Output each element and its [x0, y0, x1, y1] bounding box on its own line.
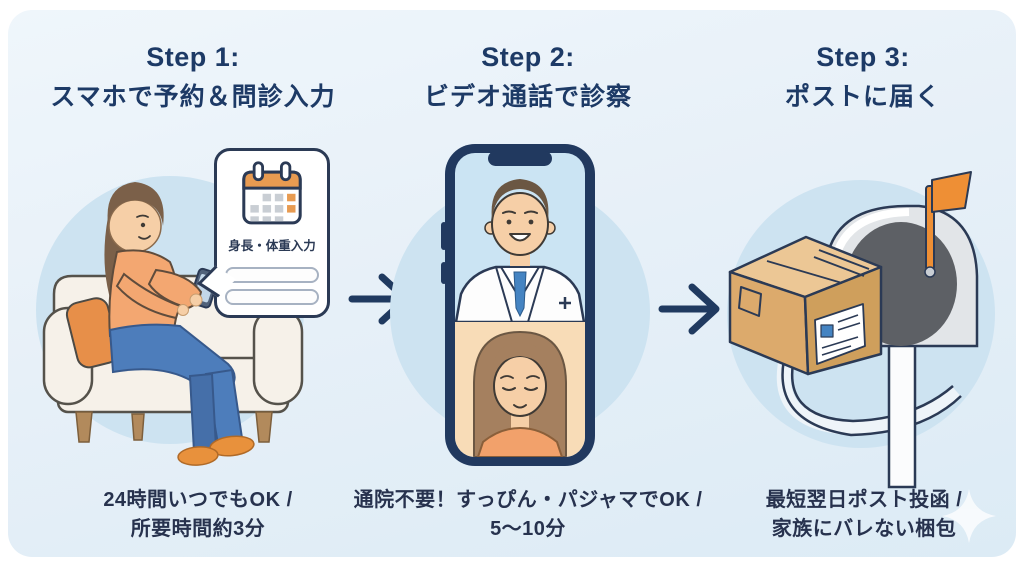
step1-caption: 24時間いつでもOK / 所要時間約3分	[103, 489, 293, 540]
calendar-icon	[242, 161, 302, 225]
weight-input-field-graphic	[225, 288, 319, 305]
step3-caption: 最短翌日ポスト投函 / 家族にバレない梱包	[765, 489, 963, 540]
shipping-label	[814, 303, 866, 365]
infographic-panel: Step 1: スマホで予約＆問診入力	[8, 10, 1016, 557]
mailbox-flag	[924, 171, 972, 278]
sparkle-icon	[942, 489, 996, 543]
step2-heading: Step 2: ビデオ通話で診察	[368, 42, 688, 113]
video-call-phone-illustration	[390, 144, 650, 466]
step3-heading: Step 3: ポストに届く	[708, 42, 1016, 113]
cardboard-package	[728, 235, 883, 376]
height-input-field-graphic	[225, 266, 319, 283]
step2-title: Step 2:	[481, 42, 575, 72]
bubble-label: 身長・体重入力	[228, 238, 316, 253]
mailbox-post	[887, 335, 917, 489]
step1-subtitle: スマホで予約＆問診入力	[50, 83, 336, 111]
step3-subtitle: ポストに届く	[784, 83, 941, 111]
step2-caption: 通院不要！すっぴん・パジャマでOK / 5〜10分	[353, 489, 703, 540]
phone-notch	[488, 151, 552, 166]
woman-figure	[104, 182, 255, 466]
mailbox-open-door	[776, 346, 962, 437]
step2-subtitle: ビデオ通話で診察	[423, 83, 632, 111]
step1-title: Step 1:	[146, 42, 240, 72]
slipper	[177, 446, 219, 466]
step1-heading: Step 1: スマホで予約＆問診入力	[28, 42, 358, 113]
mailbox-illustration	[727, 171, 995, 489]
calendar-grid	[250, 193, 296, 222]
arrow-right-icon	[658, 283, 720, 335]
booking-speech-bubble: 身長・体重入力	[196, 148, 330, 318]
patient-on-video	[473, 330, 567, 457]
step3-title: Step 3:	[816, 42, 910, 72]
doctor-on-video	[455, 179, 585, 324]
